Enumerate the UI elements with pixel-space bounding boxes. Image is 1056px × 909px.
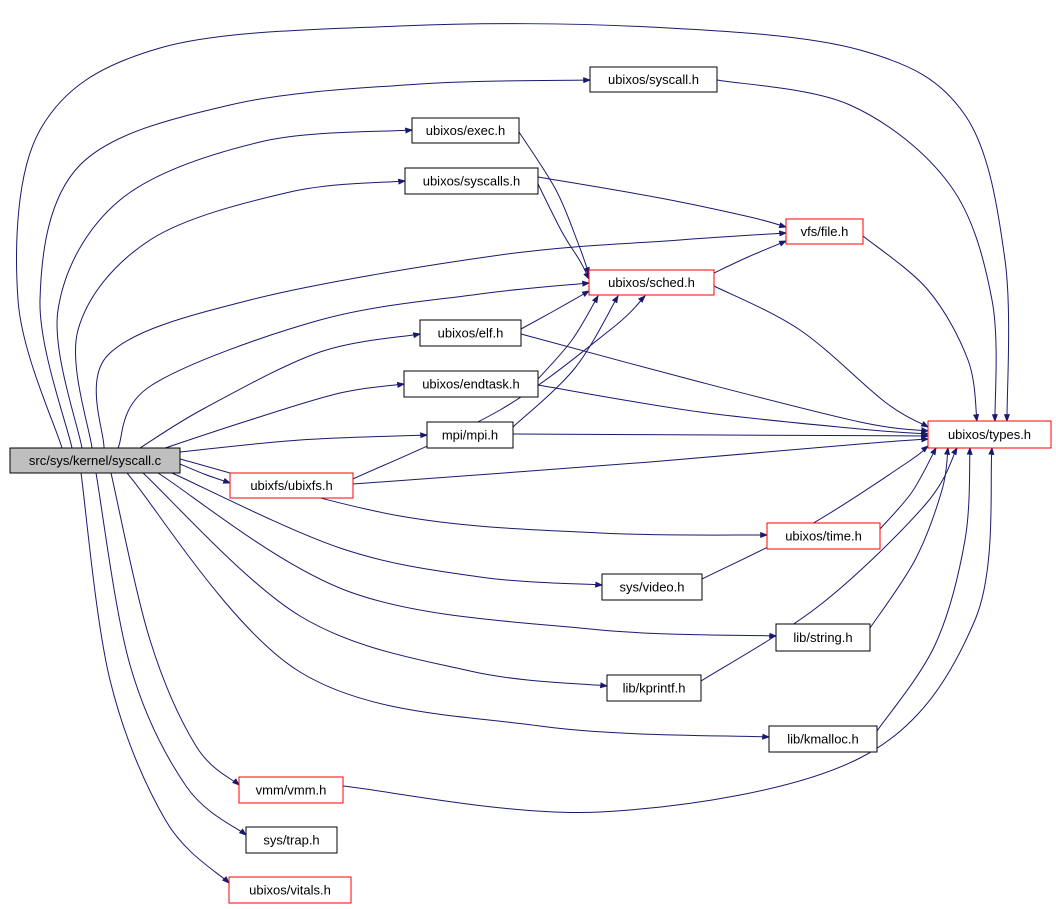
graph-node-ubixos-exec-h[interactable]: ubixos/exec.h [411,117,520,144]
edge-lib-string-h--ubixos-types-h [869,446,951,629]
graph-node-lib-string-h[interactable]: lib/string.h [775,623,871,652]
node-layer: src/sys/kernel/syscall.c ubixos/syscall.h… [9,66,1052,904]
edge-src-sys-kernel-syscall-c--vmm-vmm-h [110,472,240,786]
edge-src-sys-kernel-syscall-c--ubixos-endtask-h [164,381,406,449]
node-label: lib/kprintf.h [623,681,686,696]
graph-node-ubixos-types-h[interactable]: ubixos/types.h [927,420,1052,449]
edge-vmm-vmm-h--ubixos-types-h [342,446,995,814]
node-box[interactable] [768,725,878,753]
edge-ubixos-sched-h--ubixos-types-h [713,285,930,428]
edge-ubixos-sched-h--vfs-file-h [713,240,788,274]
node-label: sys/trap.h [263,833,319,848]
edge-src-sys-kernel-syscall-c--ubixos-exec-h [56,127,414,449]
edge-ubixos-elf-h--ubixos-sched-h [520,290,591,330]
edge-ubixos-syscalls-h--ubixos-sched-h [537,183,590,281]
edge-sys-video-h--ubixos-types-h [701,445,929,580]
edge-src-sys-kernel-syscall-c--ubixos-syscall-h [39,77,592,449]
graph-node-ubixos-sched-h[interactable]: ubixos/sched.h [588,269,715,296]
node-label: ubixos/syscalls.h [423,174,521,189]
node-box[interactable] [238,776,344,804]
node-box[interactable] [785,218,864,245]
node-label: lib/kmalloc.h [787,732,859,747]
node-box[interactable] [245,826,338,854]
edge-src-sys-kernel-syscall-c--ubixos-sched-h [117,280,591,449]
node-label: ubixos/endtask.h [422,377,520,392]
graph-node-vfs-file-h[interactable]: vfs/file.h [785,218,864,245]
node-label: ubixos/types.h [948,427,1031,442]
edge-ubixos-elf-h--ubixos-types-h [520,333,930,434]
graph-node-ubixos-endtask-h[interactable]: ubixos/endtask.h [403,370,539,398]
graph-node-ubixos-syscalls-h[interactable]: ubixos/syscalls.h [404,167,539,195]
edge-src-sys-kernel-syscall-c--lib-kprintf-h [142,472,609,689]
node-box[interactable] [601,573,703,601]
graph-node-ubixos-elf-h[interactable]: ubixos/elf.h [419,319,522,347]
edge-ubixos-syscalls-h--vfs-file-h [537,176,788,229]
edge-ubixos-endtask-h--ubixos-types-h [537,384,930,437]
node-label: ubixos/sched.h [608,275,695,290]
node-box[interactable] [228,876,352,904]
edge-src-sys-kernel-syscall-c--sys-video-h [171,472,604,588]
node-box[interactable] [606,674,702,702]
edge-src-sys-kernel-syscall-c--ubixos-syscalls-h [75,178,407,449]
edge-vfs-file-h--ubixos-types-h [862,235,980,423]
node-label: lib/string.h [793,630,852,645]
node-label: ubixfs/ubixfs.h [250,478,332,493]
node-box[interactable] [419,319,522,347]
node-box[interactable] [411,117,520,144]
edge-layer [16,23,1010,884]
edge-src-sys-kernel-syscall-c--ubixos-elf-h [139,332,422,449]
node-label: ubixos/exec.h [426,123,506,138]
edge-src-sys-kernel-syscall-c--ubixfs-ubixfs-h [179,463,232,484]
edge-src-sys-kernel-syscall-c--ubixos-types-h [16,23,1010,449]
edge-src-sys-kernel-syscall-c--mpi-mpi-h [179,432,429,453]
edge-src-sys-kernel-syscall-c--lib-string-h [157,472,778,639]
graph-node-sys-trap-h[interactable]: sys/trap.h [245,826,338,854]
graph-node-ubixfs-ubixfs-h[interactable]: ubixfs/ubixfs.h [229,472,354,499]
edge-ubixos-syscall-h--ubixos-types-h [716,79,998,423]
graph-node-lib-kprintf-h[interactable]: lib/kprintf.h [606,674,702,702]
graph-node-src-sys-kernel-syscall-c: src/sys/kernel/syscall.c [9,447,181,474]
edge-src-sys-kernel-syscall-c--sys-trap-h [95,472,247,836]
edge-src-sys-kernel-syscall-c--ubixos-vitals-h [80,472,230,884]
graph-node-ubixos-syscall-h[interactable]: ubixos/syscall.h [589,66,718,93]
edge-ubixfs-ubixfs-h--ubixos-types-h [352,436,930,485]
node-box[interactable] [404,167,539,195]
node-box[interactable] [589,66,718,93]
node-box[interactable] [229,472,354,499]
node-label: vmm/vmm.h [256,783,327,798]
node-label: sys/video.h [619,580,684,595]
node-label: ubixos/elf.h [438,326,504,341]
node-label: src/sys/kernel/syscall.c [29,453,162,468]
node-box[interactable] [426,421,514,449]
node-label: vfs/file.h [801,224,849,239]
node-label: ubixos/vitals.h [249,883,331,898]
node-box[interactable] [775,623,871,652]
edge-ubixos-exec-h--ubixos-sched-h [518,131,590,276]
node-label: ubixos/syscall.h [608,72,699,87]
edge-lib-kmalloc-h--ubixos-types-h [876,446,973,732]
node-box[interactable] [403,370,539,398]
node-box[interactable] [588,269,715,296]
node-box [9,447,181,474]
edge-src-sys-kernel-syscall-c--lib-kmalloc-h [126,472,771,740]
graph-node-ubixos-vitals-h[interactable]: ubixos/vitals.h [228,876,352,904]
edge-src-sys-kernel-syscall-c--vfs-file-h [95,230,788,449]
edge-ubixos-time-h--ubixos-types-h [879,446,937,530]
edge-mpi-mpi-h--ubixos-sched-h [512,294,619,428]
graph-node-lib-kmalloc-h[interactable]: lib/kmalloc.h [768,725,878,753]
graph-node-ubixos-time-h[interactable]: ubixos/time.h [766,522,881,550]
graph-node-vmm-vmm-h[interactable]: vmm/vmm.h [238,776,344,804]
node-label: mpi/mpi.h [442,428,498,443]
graph-node-mpi-mpi-h[interactable]: mpi/mpi.h [426,421,514,449]
edge-ubixos-endtask-h--ubixos-sched-h [537,294,599,380]
node-label: ubixos/time.h [785,529,862,544]
edge-lib-kprintf-h--ubixos-types-h [700,446,958,682]
node-box[interactable] [927,420,1052,449]
graph-node-sys-video-h[interactable]: sys/video.h [601,573,703,601]
node-box[interactable] [766,522,881,550]
edge-mpi-mpi-h--ubixos-types-h [512,432,930,440]
